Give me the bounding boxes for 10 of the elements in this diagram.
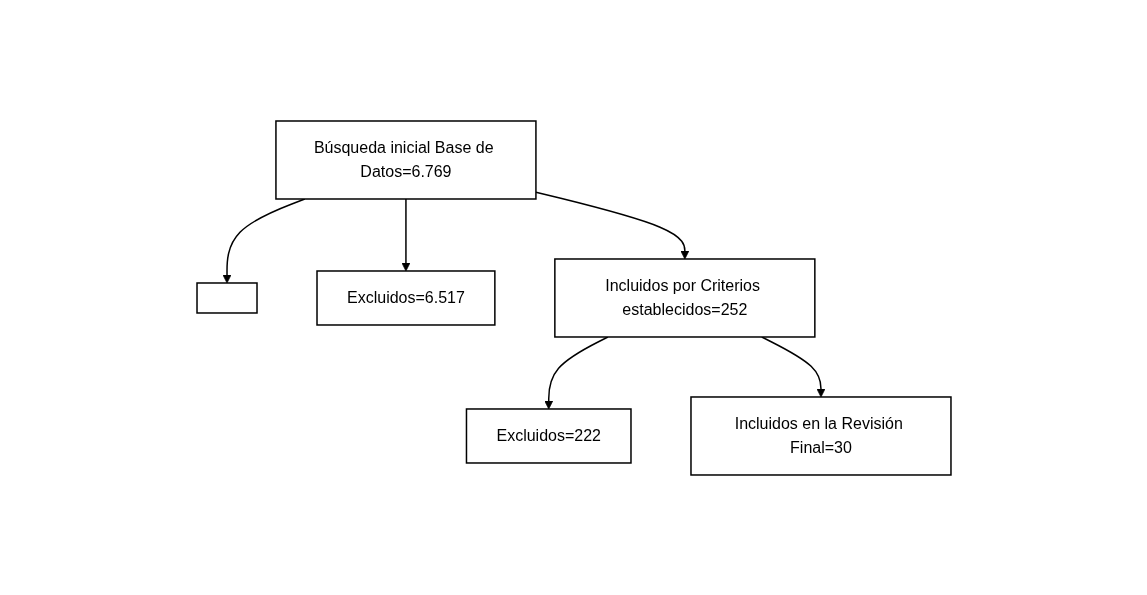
node-box: Búsqueda inicial Base de Datos=6.769 xyxy=(274,119,537,200)
node-box: Incluidos en la Revisión Final=30 xyxy=(689,395,952,476)
node-box: Excluidos=222 xyxy=(465,407,632,464)
arrow xyxy=(543,335,609,409)
arrow xyxy=(760,335,825,397)
node-box: Excluidos=6.517 xyxy=(315,269,496,326)
arrow xyxy=(222,197,306,283)
node-box xyxy=(195,281,258,314)
node-box: Incluidos por Criterios establecidos=252 xyxy=(553,257,816,338)
arrow xyxy=(401,197,410,271)
